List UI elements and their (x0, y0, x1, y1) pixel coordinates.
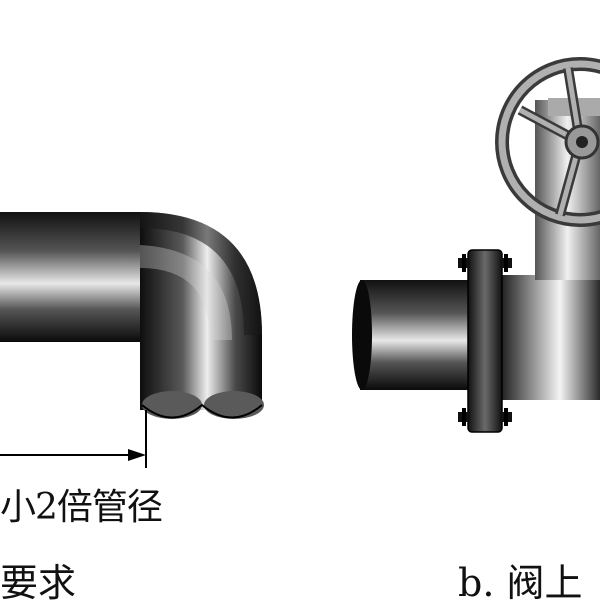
dimension-marker (0, 410, 147, 468)
dimension-label: 小2倍管径 (0, 487, 163, 528)
valve-body (500, 275, 600, 400)
handwheel-icon (495, 57, 600, 227)
valve-flange (467, 249, 503, 433)
valve-inlet-pipe (360, 280, 475, 390)
elbow-horizontal-section (0, 212, 140, 342)
valve-assembly (352, 57, 600, 433)
caption-left: 要求 (0, 561, 77, 600)
dimension-arrow-icon (128, 449, 146, 461)
flange-bolts (458, 254, 512, 426)
elbow-pipe (0, 212, 264, 419)
caption-right: b. 阀上 (458, 561, 583, 600)
pipe-opening (142, 391, 202, 419)
